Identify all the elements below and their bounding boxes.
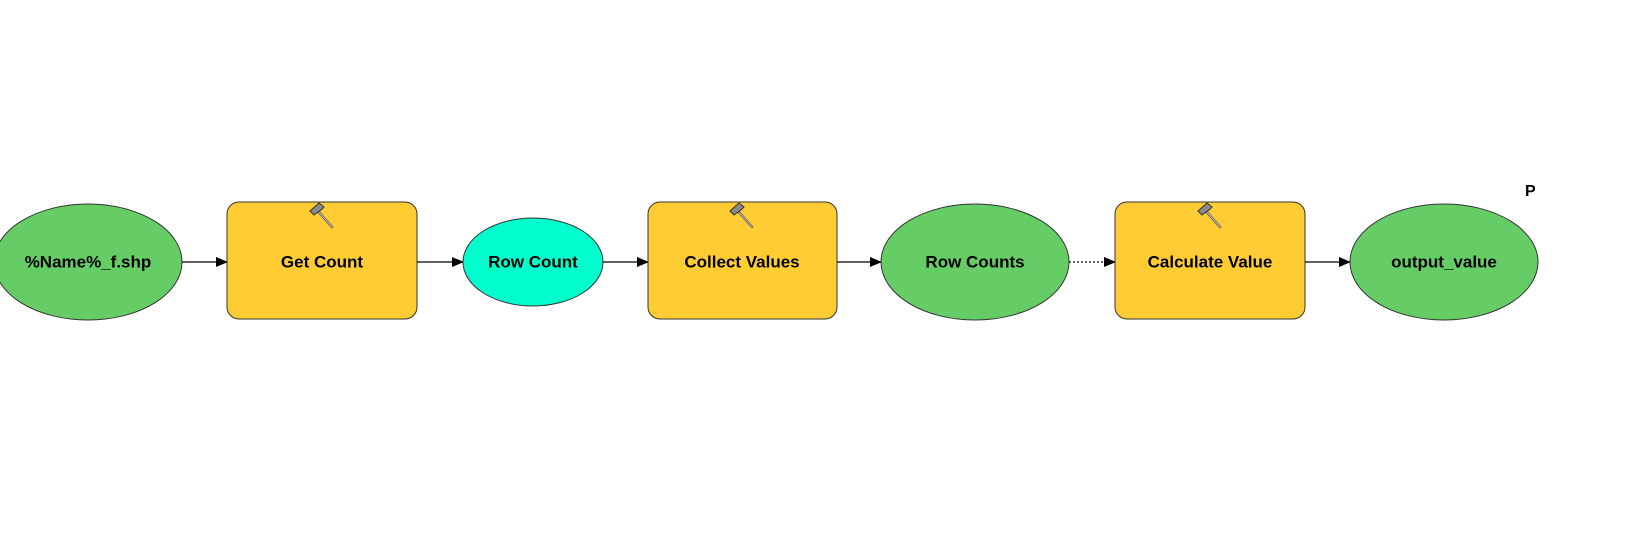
node-calculate-value-tool[interactable]: Calculate Value — [1114, 201, 1306, 320]
calculate-value-box[interactable] — [1114, 201, 1306, 320]
output-value-ellipse[interactable] — [1349, 203, 1539, 321]
node-row-counts-value[interactable]: Row Counts — [880, 203, 1070, 321]
row-counts-ellipse[interactable] — [880, 203, 1070, 321]
node-row-count-value[interactable]: Row Count — [462, 217, 604, 307]
calculate-value-label: Calculate Value — [1148, 253, 1273, 272]
get-count-box[interactable] — [226, 201, 418, 320]
node-collect-values-tool[interactable]: Collect Values — [647, 201, 838, 320]
node-output-value[interactable]: output_value P — [1349, 183, 1539, 321]
output-value-label: output_value — [1391, 253, 1497, 272]
row-count-ellipse[interactable] — [462, 217, 604, 307]
node-get-count-tool[interactable]: Get Count — [226, 201, 418, 320]
row-counts-label: Row Counts — [925, 253, 1024, 272]
collect-values-label: Collect Values — [684, 253, 799, 272]
node-input-data[interactable]: %Name%_f.shp — [0, 203, 183, 321]
collect-values-box[interactable] — [647, 201, 838, 320]
row-count-label: Row Count — [488, 253, 578, 272]
input-data-ellipse[interactable] — [0, 203, 183, 321]
parameter-flag: P — [1525, 183, 1536, 200]
input-data-label: %Name%_f.shp — [25, 253, 152, 272]
get-count-label: Get Count — [281, 253, 363, 272]
